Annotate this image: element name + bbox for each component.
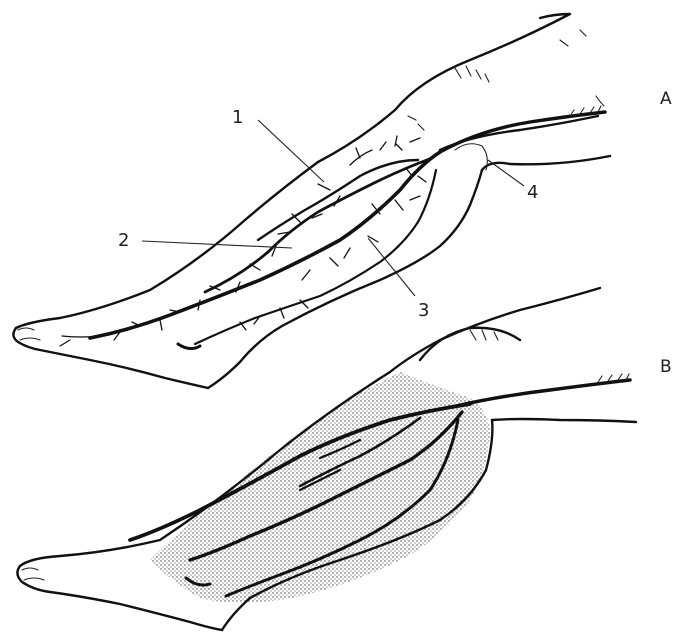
callout-3: 3 (368, 238, 429, 321)
callout-4: 4 (488, 160, 538, 203)
callout-number: 3 (418, 300, 429, 321)
callout-1: 1 (232, 107, 324, 182)
leg-illustration-a (13, 14, 610, 388)
leg-illustration-b (17, 288, 636, 630)
callout-number: 2 (118, 230, 129, 251)
callout-2: 2 (118, 230, 292, 251)
panel-label-a: A (660, 89, 672, 109)
callout-number: 1 (232, 107, 243, 128)
panel-label-b: B (660, 357, 672, 377)
callout-number: 4 (527, 182, 538, 203)
